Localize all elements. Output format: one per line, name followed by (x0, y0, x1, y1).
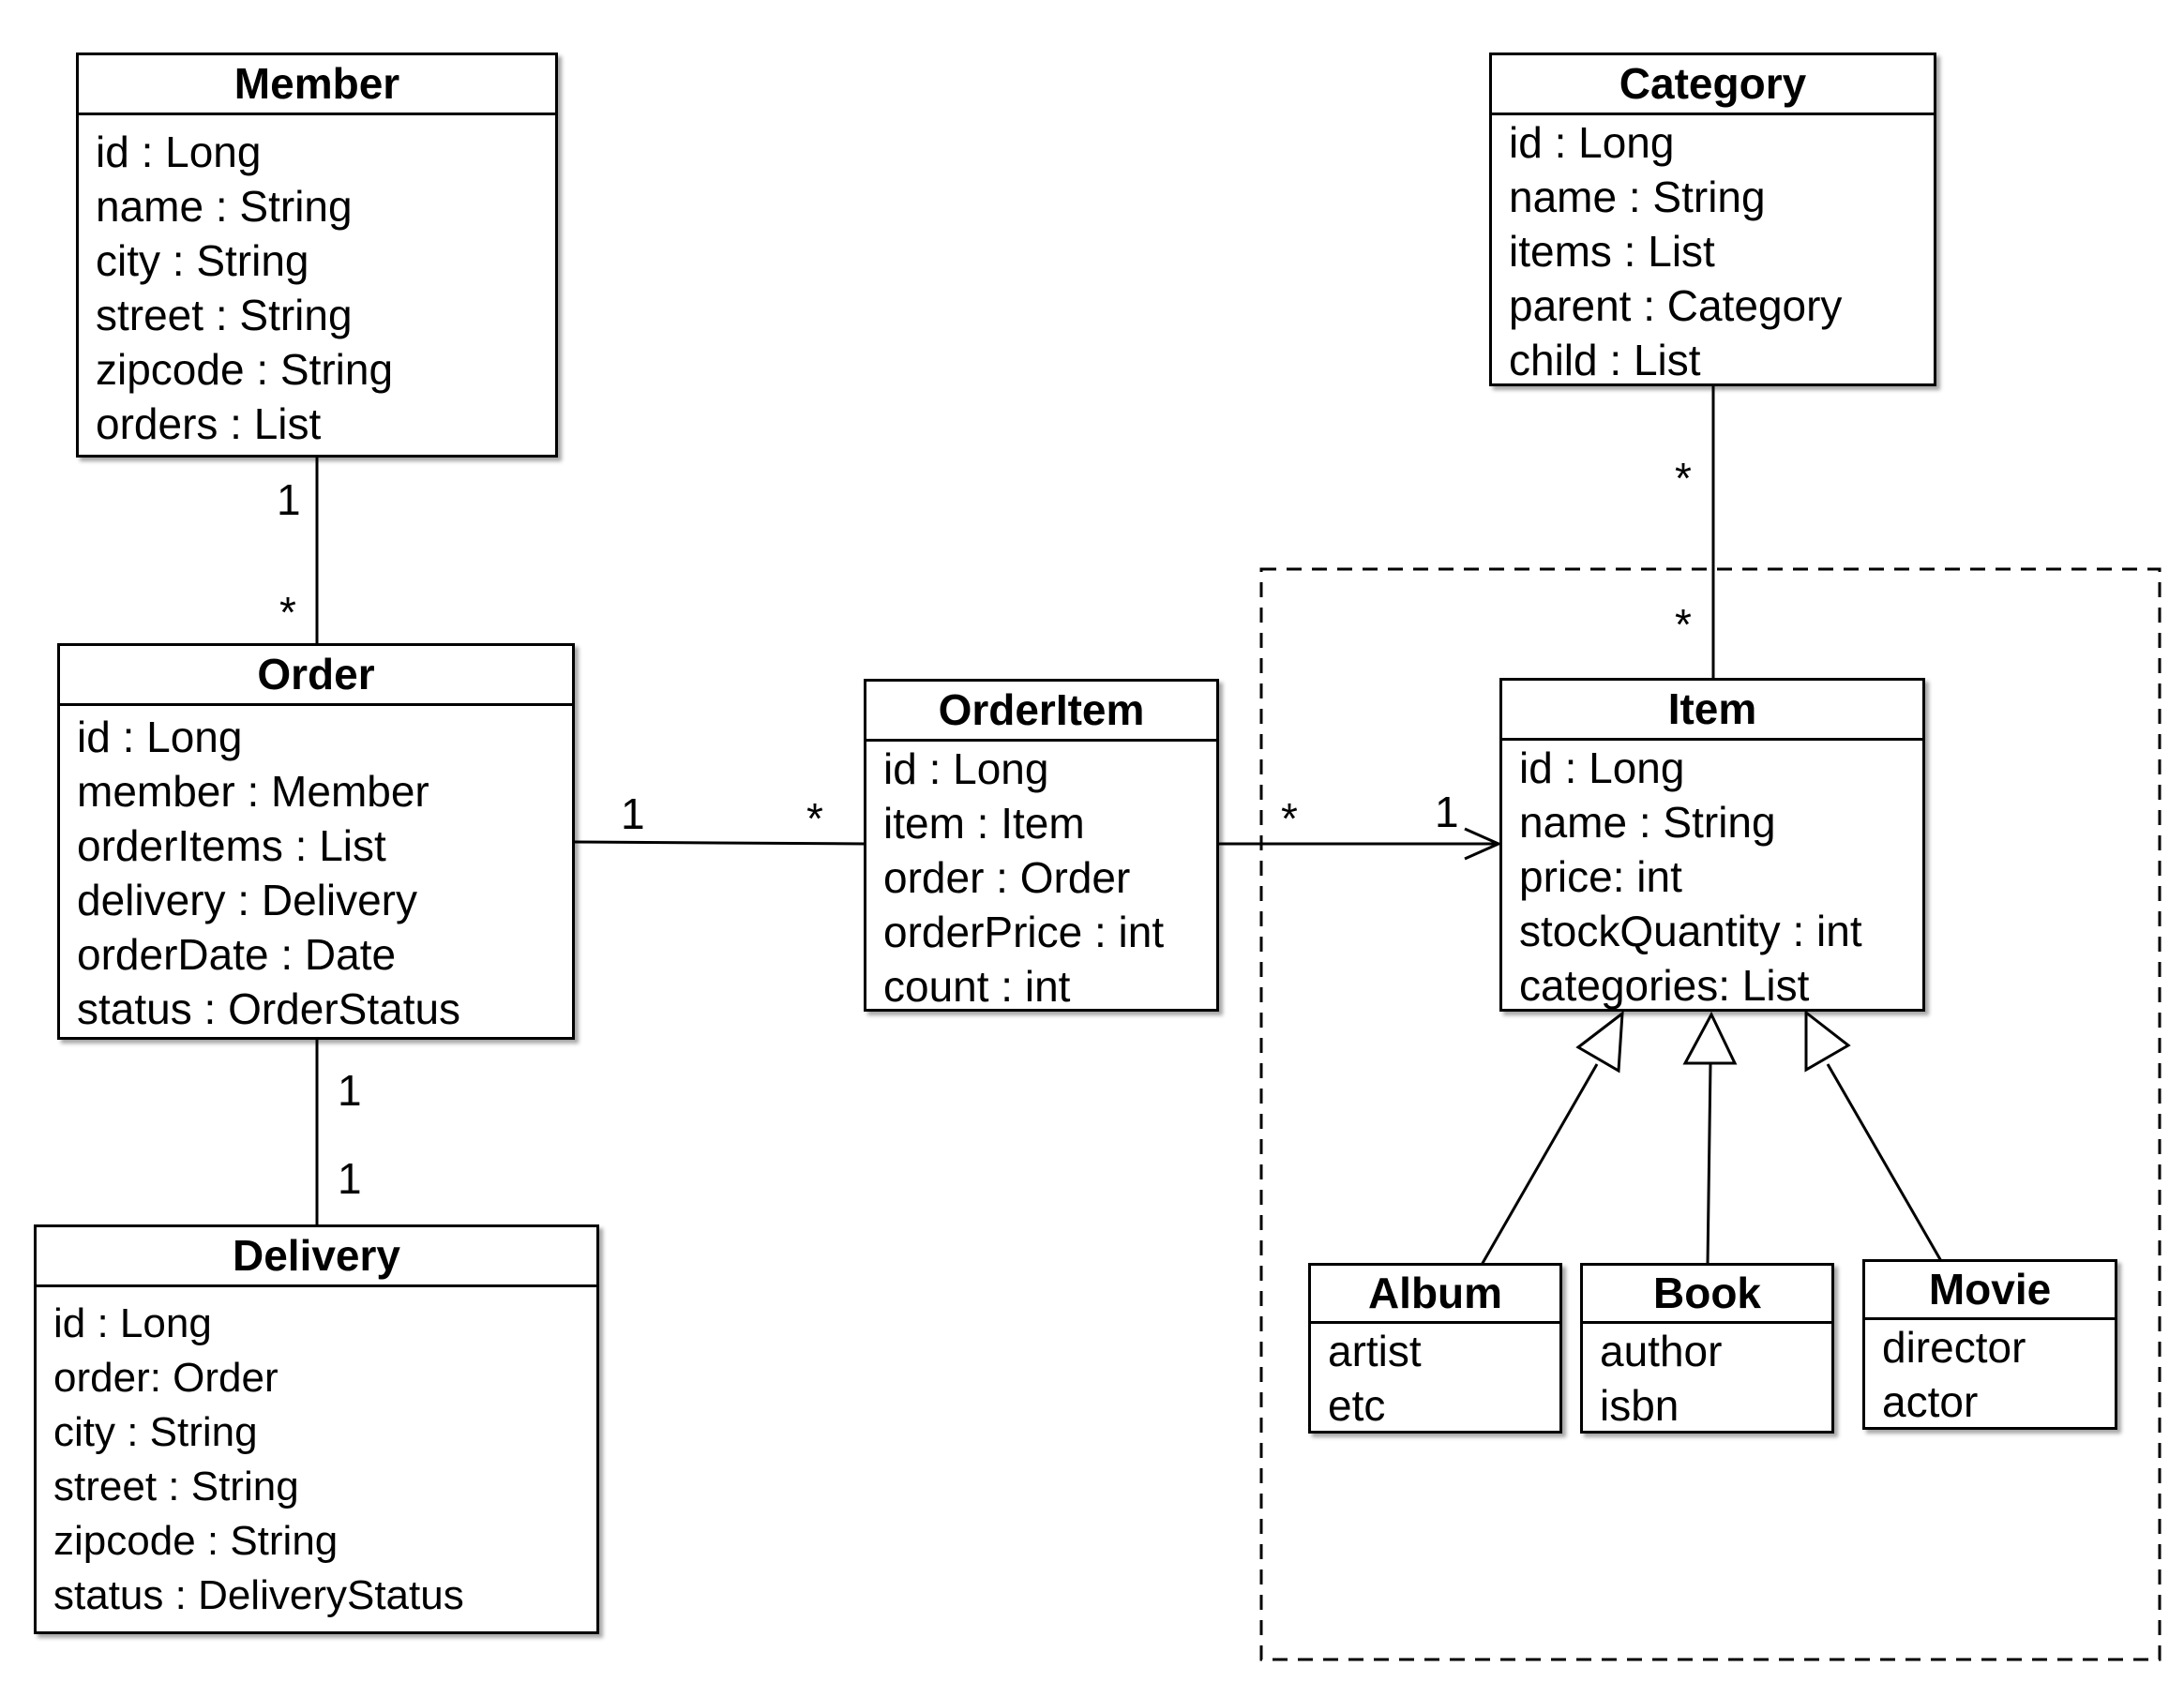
multiplicity-label: 1 (1435, 788, 1459, 836)
multiplicity-label: * (1281, 794, 1298, 843)
class-name: OrderItem (866, 682, 1216, 742)
attribute-list: artist etc (1311, 1324, 1559, 1433)
attribute: price: int (1519, 852, 1682, 901)
attribute: id : Long (1519, 743, 1685, 792)
class-movie: Movie director actor (1862, 1259, 2117, 1430)
album-generalization-line (1480, 1063, 1599, 1266)
attribute: id : Long (1509, 118, 1675, 167)
attribute-list: director actor (1865, 1320, 2115, 1429)
attribute: name : String (1509, 173, 1766, 221)
class-name: Book (1583, 1266, 1831, 1324)
multiplicity-label: 1 (277, 475, 301, 524)
attribute: city : String (53, 1409, 258, 1455)
multiplicity-label: * (279, 588, 296, 637)
attribute: street : String (53, 1464, 299, 1509)
multiplicity-label: 1 (621, 789, 645, 838)
multiplicity-label: * (1675, 454, 1692, 503)
attribute: delivery : Delivery (77, 876, 417, 924)
item-package-boundary (1259, 567, 2161, 1661)
order-orderitem-association (573, 840, 866, 846)
attribute: author (1600, 1327, 1723, 1375)
attribute: count : int (883, 962, 1071, 1011)
class-name: Album (1311, 1266, 1559, 1324)
attribute-list: id : Long member : Member orderItems : L… (60, 706, 572, 1036)
attribute-list: id : Long name : String price: int stock… (1502, 741, 1922, 1013)
class-name: Movie (1865, 1262, 2115, 1320)
attribute: id : Long (96, 128, 262, 176)
attribute: actor (1882, 1377, 1979, 1426)
attribute: categories: List (1519, 961, 1810, 1010)
attribute: parent : Category (1509, 281, 1843, 330)
class-name: Member (79, 55, 555, 115)
class-book: Book author isbn (1580, 1263, 1834, 1434)
attribute: id : Long (77, 713, 243, 761)
attribute: orderItems : List (77, 821, 386, 870)
attribute: member : Member (77, 767, 429, 816)
movie-generalization-arrowhead (1804, 1009, 1851, 1073)
attribute: director (1882, 1323, 2026, 1372)
attribute: status : DeliveryStatus (53, 1572, 464, 1618)
attribute: zipcode : String (53, 1518, 339, 1564)
attribute: child : List (1509, 336, 1701, 384)
navigability-arrowhead (1464, 827, 1502, 861)
class-category: Category id : Long name : String items :… (1489, 53, 1936, 386)
movie-generalization-line (1826, 1063, 1943, 1262)
book-generalization-arrowhead (1682, 1011, 1738, 1065)
class-member: Member id : Long name : String city : St… (76, 53, 558, 458)
attribute-list: id : Long name : String items : List par… (1492, 115, 1934, 387)
class-orderitem: OrderItem id : Long item : Item order : … (864, 679, 1219, 1012)
attribute: name : String (96, 182, 353, 231)
attribute: orders : List (96, 399, 322, 448)
attribute: stockQuantity : int (1519, 907, 1862, 955)
multiplicity-label: 1 (338, 1154, 362, 1203)
attribute: zipcode : String (96, 345, 394, 394)
multiplicity-label: * (1675, 600, 1692, 649)
multiplicity-label: * (806, 794, 823, 843)
class-name: Category (1492, 55, 1934, 115)
class-delivery: Delivery id : Long order: Order city : S… (34, 1224, 599, 1634)
attribute: item : Item (883, 799, 1085, 848)
attribute-list: id : Long name : String city : String st… (79, 115, 555, 451)
class-item: Item id : Long name : String price: int … (1499, 678, 1925, 1012)
attribute-list: author isbn (1583, 1324, 1831, 1433)
book-generalization-line (1706, 1063, 1712, 1266)
attribute-list: id : Long item : Item order : Order orde… (866, 742, 1216, 1014)
attribute: id : Long (883, 744, 1049, 793)
attribute: orderPrice : int (883, 908, 1165, 956)
attribute: artist (1328, 1327, 1422, 1375)
class-name: Order (60, 646, 572, 706)
attribute: orderDate : Date (77, 930, 397, 979)
class-name: Item (1502, 681, 1922, 741)
multiplicity-label: 1 (338, 1066, 362, 1115)
attribute: items : List (1509, 227, 1715, 276)
attribute-list: id : Long order: Order city : String str… (37, 1287, 596, 1623)
attribute: isbn (1600, 1381, 1679, 1430)
class-name: Delivery (37, 1227, 596, 1287)
attribute: street : String (96, 291, 353, 339)
attribute: name : String (1519, 798, 1776, 847)
attribute: etc (1328, 1381, 1386, 1430)
attribute: city : String (96, 236, 309, 285)
album-generalization-arrowhead (1575, 1010, 1624, 1074)
attribute: id : Long (53, 1300, 212, 1346)
class-order: Order id : Long member : Member orderIte… (57, 643, 575, 1040)
class-album: Album artist etc (1308, 1263, 1562, 1434)
attribute: status : OrderStatus (77, 984, 461, 1033)
attribute: order : Order (883, 853, 1131, 902)
attribute: order: Order (53, 1355, 279, 1401)
